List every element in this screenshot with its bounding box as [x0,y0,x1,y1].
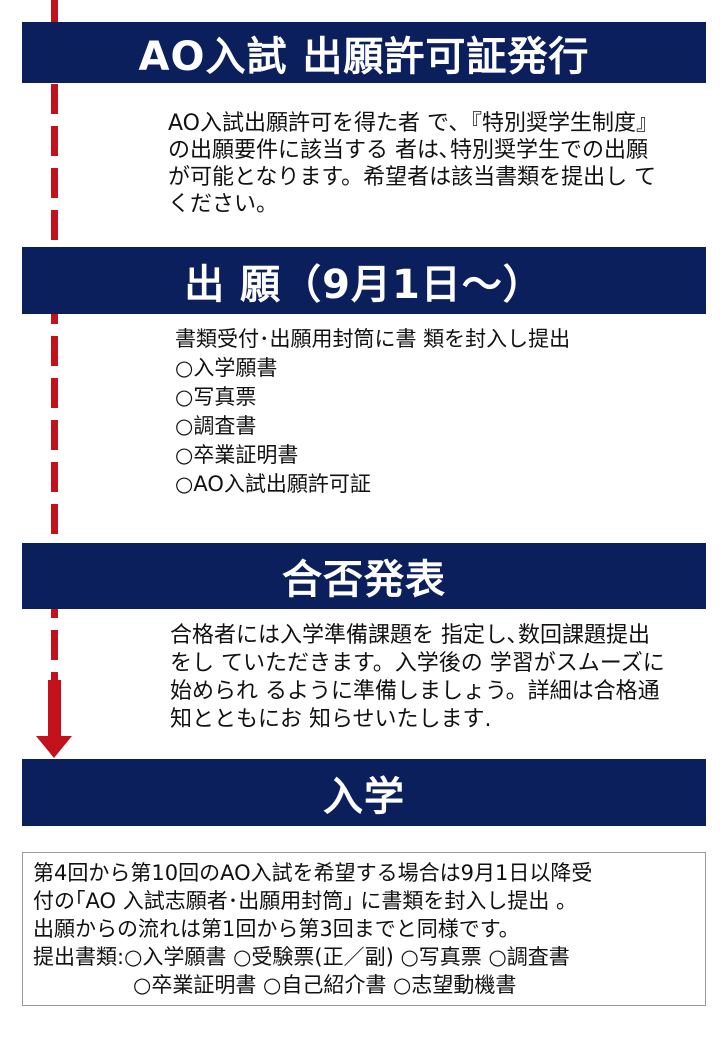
text-line: ください。 [168,192,279,217]
text-line: 始められ るように準備しましょう。詳細は合格通 [170,679,660,704]
step-header-application: 出 願（9月1日～） [22,247,706,314]
list-item: ○卒業証明書 [175,443,299,467]
flow-arrow-dashed-line [51,0,58,680]
note-box: 第4回から第10回のAO入試を希望する場合は9月1日以降受 付の｢AO 入試志願… [22,852,706,1006]
text-line: 合格者には入学準備課題を 指定し､数回課題提出 [170,623,650,648]
text-line: 知とともにお 知らせいたします. [170,707,492,732]
text-line: をし ていただきます。入学後の 学習がスムーズに [170,651,665,676]
list-item: ○調査書 [175,414,257,438]
list-item: ○写真票 [175,385,257,409]
arrow-down-icon [36,736,72,758]
note-line: ○卒業証明書 ○自己紹介書 ○志望動機書 [133,973,517,997]
step-body-result: 合格者には入学準備課題を 指定し､数回課題提出 をし ていただきます。入学後の … [170,622,665,734]
step-body-application: 書類受付･出願用封筒に書 類を封入し提出 ○入学願書 ○写真票 ○調査書 ○卒業… [175,325,570,499]
note-line: 提出書類:○入学願書 ○受験票(正／副) ○写真票 ○調査書 [33,945,570,969]
step-header-permit: AO入試 出願許可証発行 [22,22,706,83]
step-header-result: 合否発表 [22,543,706,609]
step-body-permit: AO入試出願許可を得た者 で､『特別奨学生制度』 の出願要件に該当する 者は､特… [168,110,658,218]
flow-arrow-shaft [48,680,61,736]
note-line: 付の｢AO 入試志願者･出願用封筒｣ に書類を封入し提出 。 [33,889,578,913]
list-item: ○入学願書 [175,356,278,380]
text-line: が可能となります。希望者は該当書類を提出し て [168,165,657,190]
text-line: の出願要件に該当する 者は､特別奨学生での出願 [168,138,648,163]
text-line: AO入試出願許可を得た者 で､『特別奨学生制度』 [168,111,658,136]
step-header-enrollment: 入学 [22,759,706,826]
note-line: 出願からの流れは第1回から第3回までと同様です。 [33,917,520,941]
list-item: ○AO入試出願許可証 [175,472,371,496]
note-line: 第4回から第10回のAO入試を希望する場合は9月1日以降受 [33,861,593,885]
text-line: 書類受付･出願用封筒に書 類を封入し提出 [175,327,571,351]
